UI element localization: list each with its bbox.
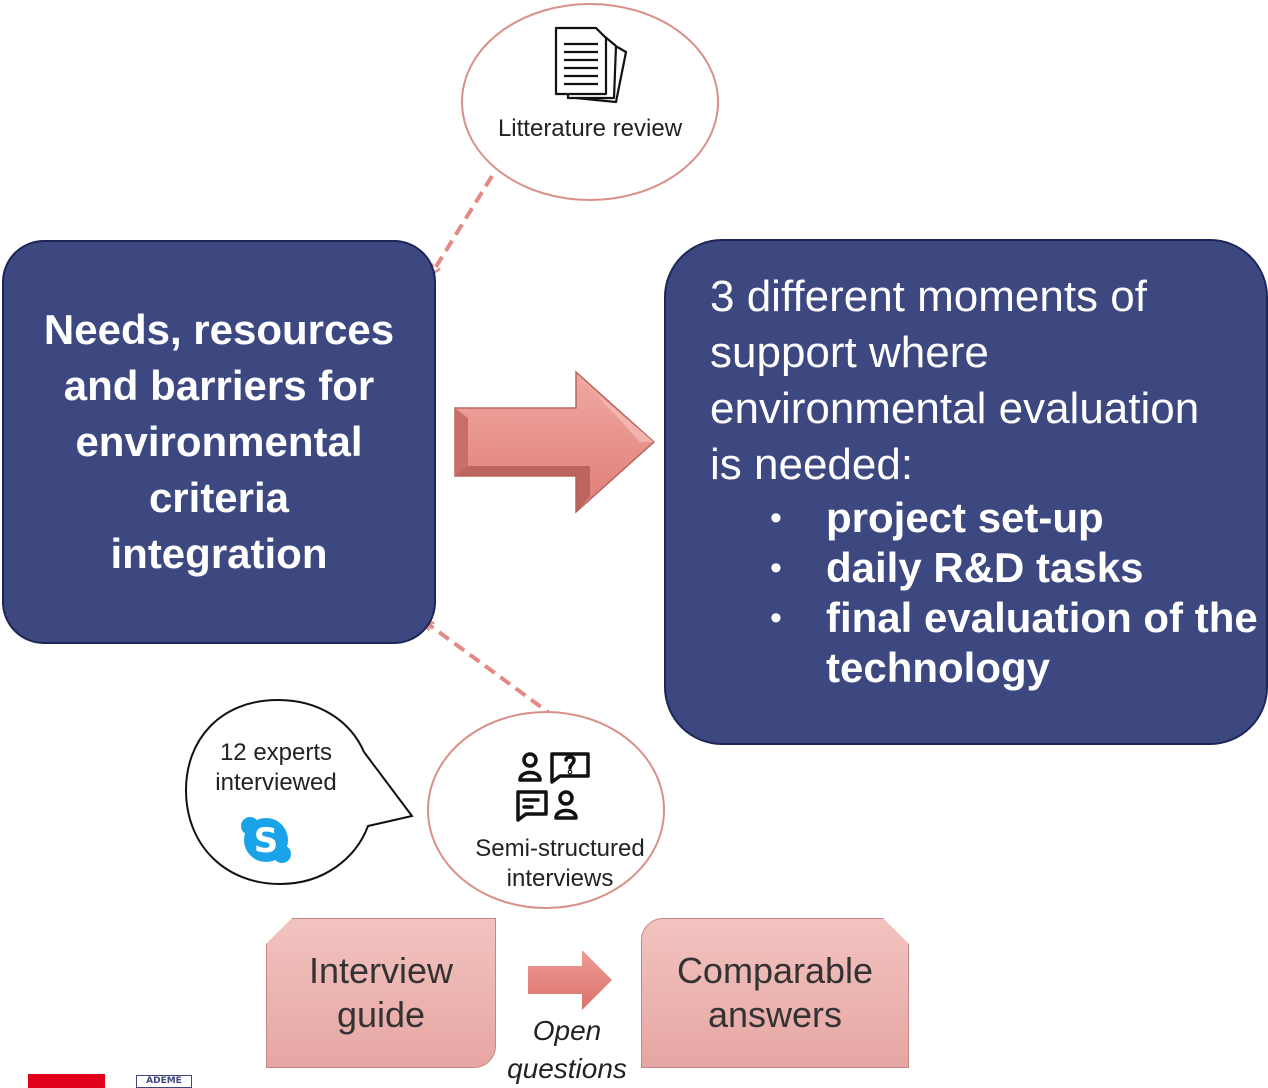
- small-right-arrow: [528, 950, 612, 1010]
- moments-list: •project set-up •daily R&D tasks •final …: [710, 493, 1266, 693]
- dashed-arrow-literature: [434, 174, 494, 270]
- comparable-answers-label: Comparable answers: [676, 950, 874, 1035]
- interview-guide-label: Interview guide: [308, 950, 454, 1035]
- moments-box: 3 different moments of support where env…: [664, 239, 1268, 745]
- dashed-arrow-interviews: [428, 624, 558, 720]
- moments-list-item: •daily R&D tasks: [770, 544, 1144, 591]
- red-logo: [28, 1074, 105, 1088]
- comparable-answers-box: Comparable answers: [641, 918, 909, 1068]
- literature-circle: [461, 3, 719, 201]
- experts-speech-bubble: [184, 698, 414, 886]
- moments-intro: 3 different moments of support where env…: [710, 272, 1200, 489]
- moments-list-item: •project set-up: [770, 494, 1104, 541]
- open-questions-label: Open questions: [507, 1015, 627, 1084]
- interview-guide-box: Interview guide: [266, 918, 496, 1068]
- moments-list-item: •final evaluation of the technology: [770, 594, 1258, 691]
- needs-box: Needs, resources and barriers for enviro…: [2, 240, 436, 644]
- big-right-arrow: [454, 370, 656, 514]
- needs-text: Needs, resources and barriers for enviro…: [43, 306, 395, 577]
- svg-text:S: S: [254, 821, 279, 861]
- interview-people-icon: [516, 752, 590, 822]
- literature-label: Litterature review: [497, 115, 683, 142]
- experts-label: 12 experts interviewed: [215, 739, 337, 796]
- documents-icon: [554, 26, 628, 104]
- ademe-logo: ADEME: [136, 1075, 192, 1088]
- interviews-label: Semi-structured interviews: [475, 835, 645, 892]
- skype-icon: S: [241, 817, 291, 863]
